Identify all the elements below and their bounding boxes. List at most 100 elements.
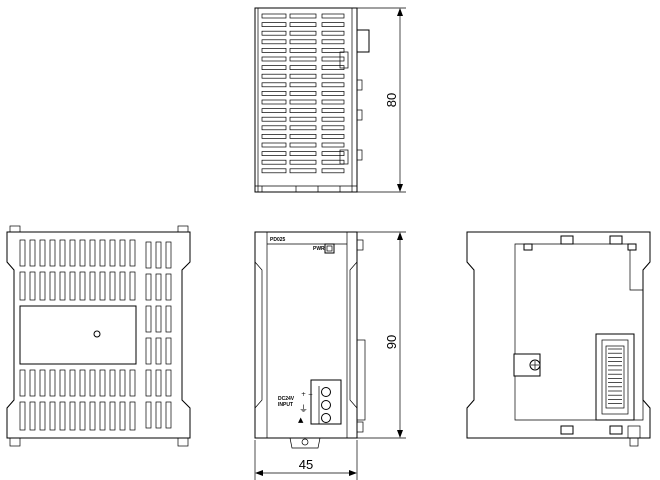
vent-slot — [129, 271, 136, 301]
vent-slot — [49, 369, 56, 397]
depth-dimension: 80 — [357, 7, 406, 193]
vent-slot — [289, 22, 317, 27]
vent-slot — [289, 30, 317, 36]
vent-slot — [109, 401, 116, 431]
vent-slot — [145, 369, 152, 397]
vent-slot — [261, 22, 287, 27]
vent-slot — [109, 369, 116, 397]
vent-slot — [109, 239, 116, 267]
vent-slot — [261, 39, 287, 45]
vent-slot — [261, 56, 287, 62]
vent-slot — [289, 65, 317, 70]
vent-slot — [165, 369, 172, 397]
vent-slot — [119, 369, 126, 397]
vent-slot — [289, 142, 317, 148]
vent-slot — [145, 401, 152, 429]
vent-slot — [155, 305, 162, 333]
vent-slot — [155, 337, 162, 365]
vent-slot — [89, 369, 96, 397]
vent-slot — [321, 13, 345, 19]
vent-slot — [49, 239, 56, 267]
vent-slot — [321, 48, 345, 53]
vent-slot — [261, 151, 287, 156]
vent-slot — [289, 159, 317, 165]
vent-slot — [261, 99, 287, 105]
power-led — [324, 243, 335, 254]
terminal-block — [310, 379, 342, 425]
vent-slot — [321, 30, 345, 36]
front-view: PD025 PWR DC24V INPUT + − ⏚ ▲ — [254, 231, 366, 449]
left-view-screw-hole — [93, 330, 101, 338]
vent-slot — [321, 99, 345, 105]
vent-slot — [261, 134, 287, 139]
terminal-screw-3 — [321, 413, 331, 423]
warning-icon: ▲ — [298, 416, 304, 424]
vent-slot — [321, 56, 345, 62]
vent-slot — [39, 401, 46, 431]
vent-slot — [289, 39, 317, 45]
vent-slot — [19, 369, 26, 397]
vent-slot — [119, 239, 126, 267]
vent-slot — [99, 271, 106, 301]
vent-slot — [321, 108, 345, 113]
vent-slot — [29, 369, 36, 397]
vent-slot — [261, 65, 287, 70]
vent-slot — [165, 241, 172, 269]
vent-slot — [165, 305, 172, 333]
vent-slot — [261, 82, 287, 88]
vent-slot — [145, 337, 152, 365]
width-dimension: 45 — [254, 440, 358, 480]
vent-slot — [155, 401, 162, 429]
vent-slot — [109, 271, 116, 301]
vent-slot — [129, 369, 136, 397]
width-label: 45 — [299, 457, 313, 472]
vent-slot — [119, 271, 126, 301]
vent-slot — [39, 271, 46, 301]
vent-slot — [321, 142, 345, 148]
din-hook — [289, 437, 321, 449]
vent-slot — [289, 13, 317, 19]
vent-slot — [89, 271, 96, 301]
vent-slot — [289, 91, 317, 96]
vent-slot — [261, 116, 287, 122]
vent-slot — [321, 151, 345, 156]
vent-slot — [145, 305, 152, 333]
vent-slot — [289, 151, 317, 156]
vent-slot — [289, 134, 317, 139]
vent-slot — [165, 337, 172, 365]
vent-slot — [321, 125, 345, 131]
vent-slot — [49, 401, 56, 431]
vent-slot — [155, 273, 162, 301]
vent-slot — [79, 239, 86, 267]
vent-slot — [79, 271, 86, 301]
vent-slot — [145, 241, 152, 269]
top-view — [254, 7, 370, 193]
vent-slot — [261, 125, 287, 131]
vent-slot — [289, 168, 317, 174]
vent-slot — [89, 239, 96, 267]
vent-slot — [289, 125, 317, 131]
vent-slot — [89, 401, 96, 431]
vent-slot — [261, 48, 287, 53]
ground-icon: ⏚ — [299, 404, 308, 415]
vent-slot — [99, 239, 106, 267]
vent-slot — [155, 241, 162, 269]
vent-slot — [69, 271, 76, 301]
right-side-view — [466, 231, 651, 447]
vent-slot — [59, 369, 66, 397]
vent-slot — [99, 369, 106, 397]
vent-slot — [165, 273, 172, 301]
terminal-screw-2 — [321, 400, 331, 410]
vent-slot — [79, 401, 86, 431]
vent-slot — [39, 239, 46, 267]
model-label: PD025 — [270, 237, 286, 243]
vent-slot — [321, 91, 345, 96]
vent-slot — [69, 239, 76, 267]
vent-slot — [29, 271, 36, 301]
vent-slot — [261, 73, 287, 79]
vent-slot — [145, 273, 152, 301]
vent-slot — [321, 82, 345, 88]
vent-slot — [261, 30, 287, 36]
left-view-vent-slots — [19, 239, 172, 431]
